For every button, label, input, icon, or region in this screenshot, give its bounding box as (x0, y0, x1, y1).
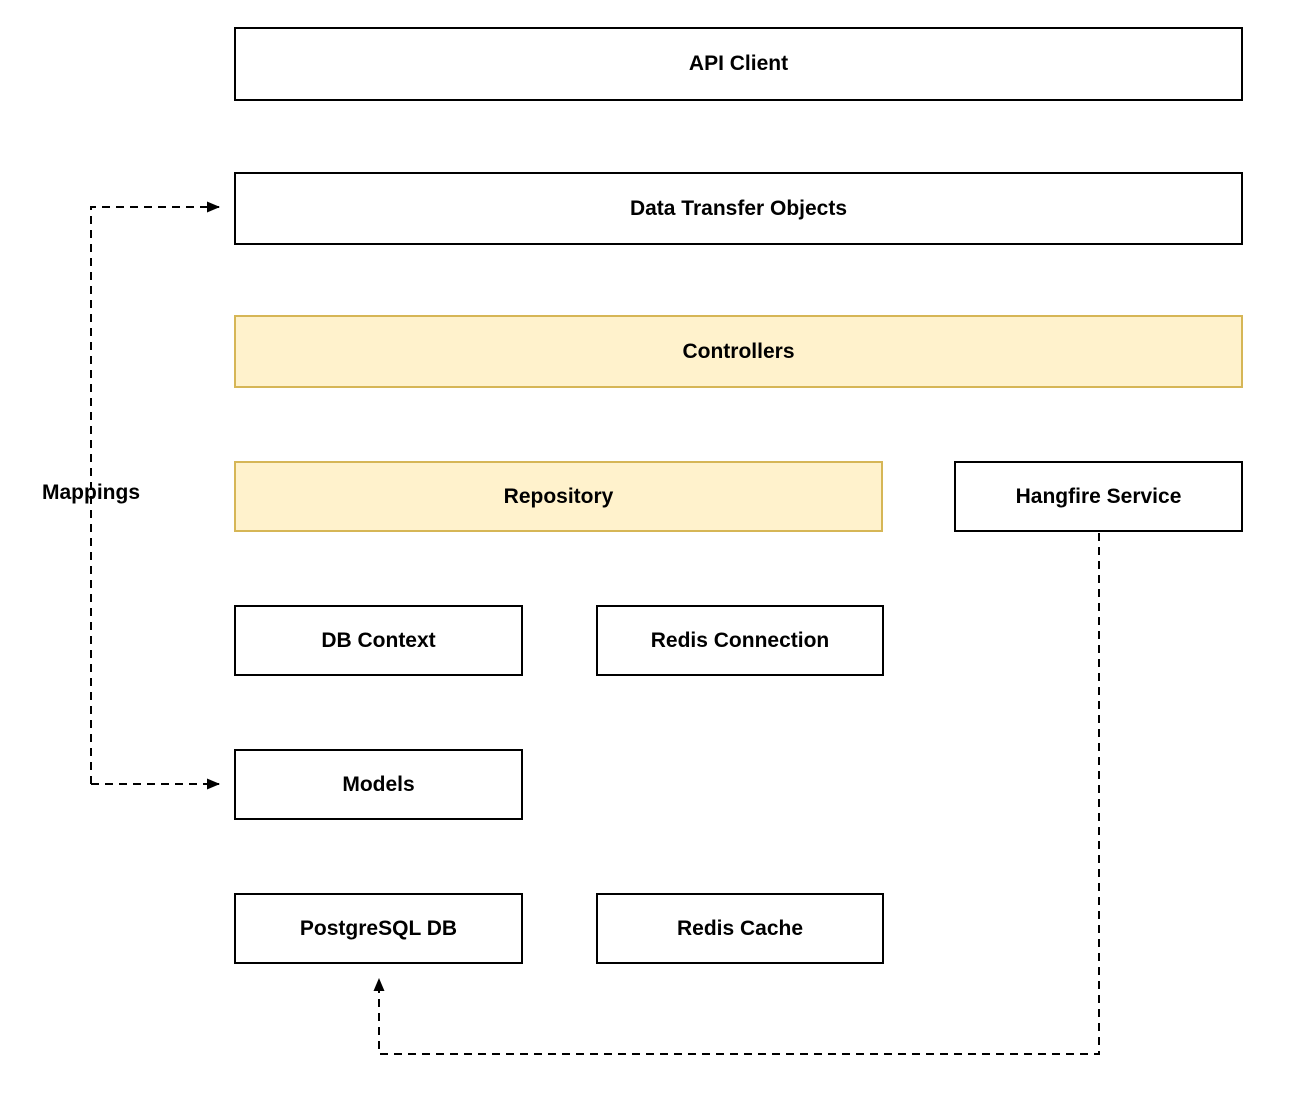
node-redis-connection: Redis Connection (596, 605, 884, 676)
node-api-client: API Client (234, 27, 1243, 101)
node-postgresql-db: PostgreSQL DB (234, 893, 523, 964)
node-models: Models (234, 749, 523, 820)
node-repository-label: Repository (503, 484, 614, 508)
node-db-context: DB Context (234, 605, 523, 676)
node-db-context-label: DB Context (321, 628, 436, 652)
node-redis-cache-label: Redis Cache (676, 916, 804, 940)
node-models-label: Models (342, 772, 415, 796)
node-data-transfer-objects-label: Data Transfer Objects (629, 196, 848, 220)
node-api-client-label: API Client (688, 52, 789, 76)
node-redis-cache: Redis Cache (596, 893, 884, 964)
node-repository: Repository (234, 461, 883, 532)
node-controllers: Controllers (234, 315, 1243, 388)
node-data-transfer-objects: Data Transfer Objects (234, 172, 1243, 245)
mappings-label: Mappings (42, 481, 140, 504)
node-redis-connection-label: Redis Connection (650, 628, 830, 652)
node-postgresql-db-label: PostgreSQL DB (299, 916, 458, 940)
node-hangfire-service-label: Hangfire Service (1015, 484, 1182, 508)
node-hangfire-service: Hangfire Service (954, 461, 1243, 532)
node-controllers-label: Controllers (682, 339, 795, 363)
